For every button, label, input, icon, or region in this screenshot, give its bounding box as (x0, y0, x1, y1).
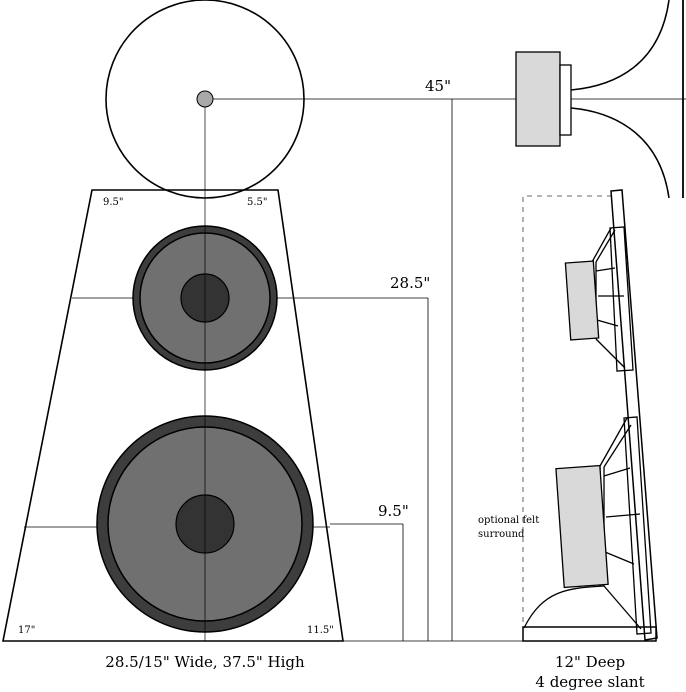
woofer-magnet (555, 464, 609, 589)
mid-driver-magnet (564, 260, 600, 341)
felt-note-line1: optional felt (478, 515, 539, 526)
top-right-dimension: 5.5" (247, 197, 268, 208)
woofer-height-label: 9.5" (378, 502, 409, 520)
side-view-base (522, 626, 657, 642)
horn-height-label: 45" (425, 77, 451, 95)
horn-driver-plate (559, 64, 572, 136)
side-caption-line2: 4 degree slant (535, 673, 644, 691)
side-caption-line1: 12" Deep (555, 653, 625, 671)
baffle-board (610, 189, 658, 641)
mid-driver-side (564, 226, 634, 372)
felt-surround-outline (522, 195, 612, 623)
height-leaders (213, 98, 686, 642)
top-left-dimension: 9.5" (103, 197, 124, 208)
felt-note-line2: surround (478, 529, 525, 540)
bottom-left-dimension: 17" (18, 625, 35, 636)
mid-height-label: 28.5" (390, 274, 430, 292)
side-view (515, 0, 684, 642)
labels: 9.5" 5.5" 17" 11.5" 45" 28.5" 9.5" optio… (18, 77, 645, 691)
woofer-side (523, 416, 652, 635)
horn-side (515, 0, 684, 199)
horn-driver-magnet (515, 51, 561, 147)
bottom-right-dimension: 11.5" (307, 625, 334, 636)
horn-center-dot (196, 90, 214, 108)
front-caption: 28.5/15" Wide, 37.5" High (105, 653, 305, 671)
front-view (2, 0, 344, 642)
